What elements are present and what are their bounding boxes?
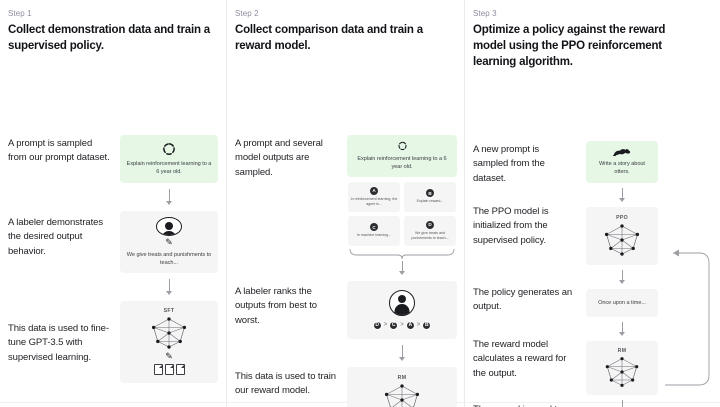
output-text-b: Explain reward...	[416, 199, 444, 204]
rm-tag: RM	[397, 374, 407, 381]
rank-sep: >	[383, 322, 388, 329]
rank-4: B	[422, 320, 432, 330]
step-1-graphics: Explain reinforcement learning to a 6 ye…	[120, 134, 218, 383]
step-3-caption-3: The policy generates an output.	[473, 286, 573, 313]
arrow-down-3	[617, 321, 627, 336]
document-icons	[153, 364, 185, 376]
neural-network-icon	[384, 384, 420, 407]
arrow-down-2	[164, 278, 174, 295]
person-icon	[156, 216, 182, 236]
neural-network-icon	[605, 356, 639, 387]
ppo-model-box: PPO	[586, 206, 658, 265]
arrow-down-1	[617, 187, 627, 202]
labeler-ranking-box: D > C > A > B	[347, 280, 457, 339]
step-1-column: Step 1 Collect demonstration data and tr…	[0, 0, 227, 407]
person-icon	[389, 289, 415, 316]
prompt-box: Explain reinforcement learning to a 6 ye…	[347, 134, 457, 177]
badge-a: A	[370, 186, 378, 195]
output-text-d: We give treats and punishments to teach.…	[411, 230, 449, 240]
feedback-loop-arrow	[665, 249, 710, 386]
step-2-title: Collect comparison data and train a rewa…	[235, 24, 423, 52]
arrow-down-2	[397, 344, 407, 361]
output-text-c: In machine learning...	[356, 233, 392, 238]
step-3-caption-5: The reward is used to update the policy …	[473, 403, 577, 407]
arrow-down-2	[617, 269, 627, 284]
pen-icon-sft: ✎	[165, 351, 173, 362]
arrow-down-1	[164, 188, 174, 205]
labeler-box: ✎ We give treats and punishments to teac…	[120, 210, 218, 273]
arrow-down-4	[617, 399, 627, 407]
rm-tag: RM	[617, 347, 627, 354]
model-outputs-grid: A In reinforcement learning, the agent i…	[348, 181, 456, 246]
output-card-b: B Explain reward...	[404, 181, 456, 212]
step-3-label: Step 3	[473, 9, 497, 18]
step-1-caption-2: A labeler demonstrates the desired outpu…	[8, 216, 103, 258]
rank-1: D	[372, 320, 382, 330]
step-3-caption-1: A new prompt is sampled from the dataset…	[473, 143, 545, 185]
step-2-caption-2: A labeler ranks the outputs from best to…	[235, 285, 317, 327]
rank-sep: >	[400, 322, 404, 329]
output-text-a: In reinforcement learning, the agent is.…	[350, 196, 398, 206]
step-2-label: Step 2	[235, 9, 259, 18]
otter-icon	[612, 148, 631, 156]
badge-b: B	[426, 189, 434, 198]
step-2-caption-1: A prompt and several model outputs are s…	[235, 137, 323, 179]
rank-2: C	[389, 320, 399, 330]
output-card-c: C In machine learning...	[348, 215, 400, 246]
step-1-label: Step 1	[8, 9, 32, 18]
sft-tag: SFT	[163, 308, 175, 315]
dashed-circle-icon	[163, 142, 175, 155]
output-card-d: D We give treats and punishments to teac…	[404, 215, 456, 246]
prompt-text: Explain reinforcement learning to a 6 ye…	[126, 160, 212, 175]
step-3-column: Step 3 Optimize a policy against the rew…	[465, 0, 720, 407]
column-divider-1	[226, 0, 227, 407]
step-3-title: Optimize a policy against the reward mod…	[473, 24, 666, 68]
rank-sep: >	[416, 322, 421, 329]
prompt-box: Explain reinforcement learning to a 6 ye…	[120, 134, 218, 183]
rm-model-box: RM D	[347, 366, 457, 407]
step-2-graphics: Explain reinforcement learning to a 6 ye…	[347, 134, 457, 407]
step-1-caption-3: This data is used to fine-tune GPT-3.5 w…	[8, 322, 109, 364]
step-2-caption-3: This data is used to train our reward mo…	[235, 370, 336, 397]
neural-network-icon	[604, 223, 640, 256]
step-1-caption-1: A prompt is sampled from our prompt data…	[8, 137, 110, 164]
step-3-caption-4: The reward model calculates a reward for…	[473, 338, 567, 380]
document-icon	[175, 364, 185, 376]
brace-icon	[349, 248, 455, 259]
output-card-a: A In reinforcement learning, the agent i…	[348, 181, 400, 212]
document-icon	[153, 364, 163, 376]
rank-3: A	[405, 320, 415, 330]
rm-model-box: RM	[586, 340, 658, 395]
sft-model-box: SFT ✎	[120, 300, 218, 383]
step-3-graphics: Write a story about otters. PPO	[586, 140, 658, 407]
prompt-text: Write a story about otters.	[599, 161, 645, 176]
pen-icon: ✎	[165, 236, 173, 247]
ranking-row: D > C > A > B	[372, 320, 432, 330]
step-2-column: Step 2 Collect comparison data and train…	[227, 0, 465, 407]
step-3-caption-2: The PPO model is initialized from the su…	[473, 205, 549, 247]
neural-network-icon	[151, 317, 187, 349]
document-icon	[164, 364, 174, 376]
labeler-text: We give treats and punishments to teach.…	[126, 251, 212, 266]
policy-output-box: Once upon a time...	[586, 288, 658, 317]
ppo-tag: PPO	[616, 214, 628, 221]
step-1-title: Collect demonstration data and train a s…	[8, 24, 210, 52]
prompt-box: Write a story about otters.	[586, 140, 658, 183]
policy-output-text: Once upon a time...	[598, 299, 646, 306]
prompt-text: Explain reinforcement learning to a 6 ye…	[357, 155, 447, 170]
badge-c: C	[370, 223, 378, 232]
badge-d: D	[426, 220, 434, 229]
dashed-circle-icon	[397, 141, 407, 150]
column-divider-2	[464, 0, 465, 407]
arrow-down-1	[397, 260, 407, 275]
